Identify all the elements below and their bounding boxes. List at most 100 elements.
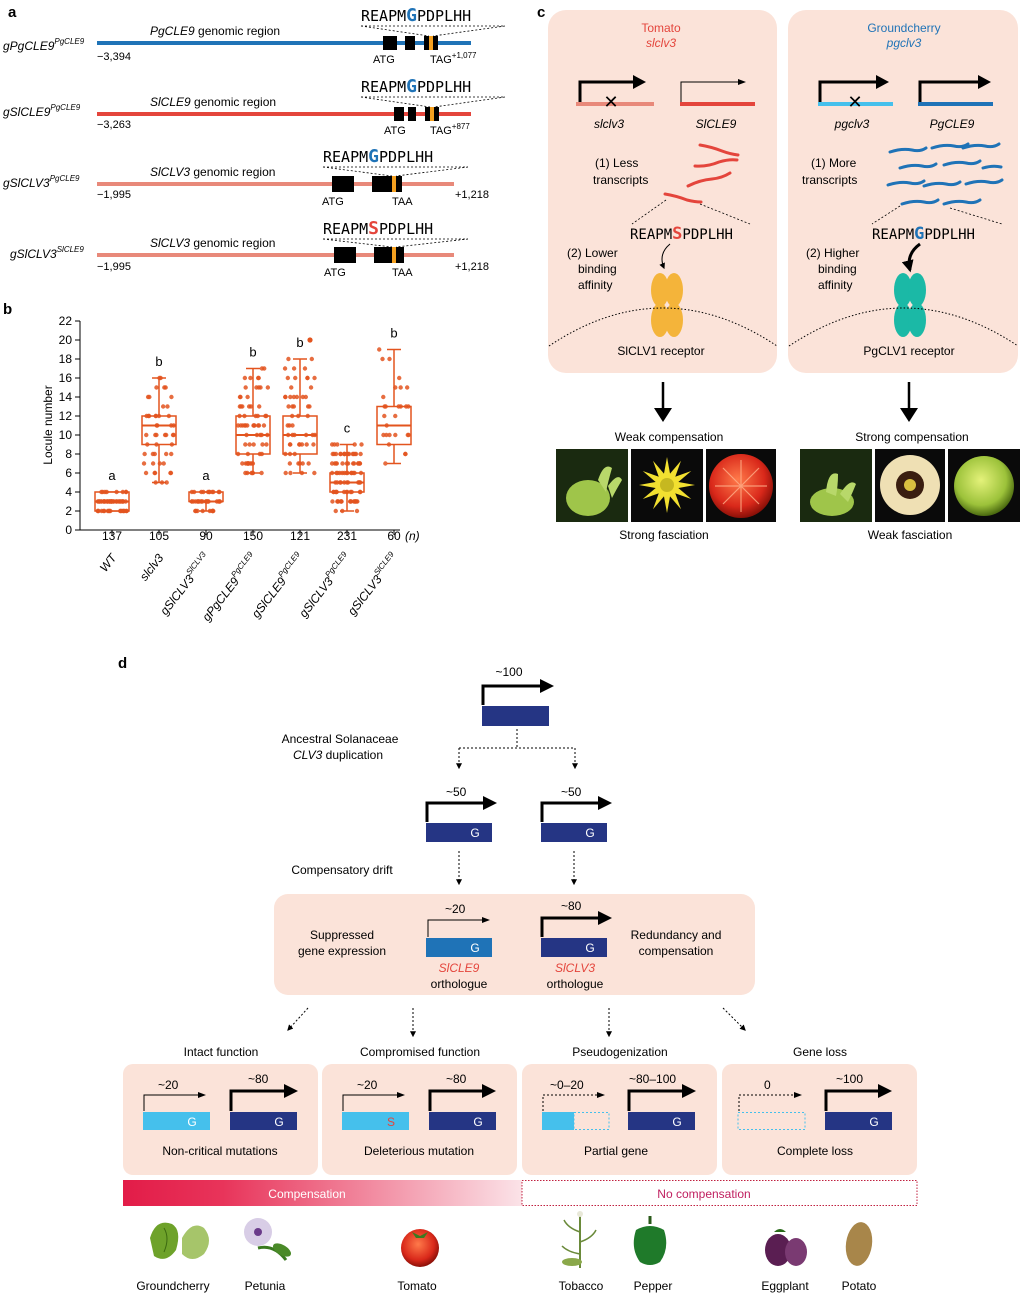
significance-letter: b — [155, 354, 162, 369]
construct-sup: PgCLE9 — [50, 174, 80, 183]
data-point — [120, 489, 126, 495]
data-point — [168, 470, 174, 476]
duplication-gene: CLV3 — [293, 748, 323, 762]
data-point — [285, 432, 291, 438]
step-text: affinity — [578, 278, 612, 292]
gene-residue: S — [387, 1115, 395, 1129]
expression-level: ~100 — [495, 665, 522, 679]
ancestral-gene: ~100 — [481, 665, 554, 726]
pgclv1-receptor-icon — [894, 273, 926, 337]
exon-block — [372, 176, 402, 192]
redundancy-label: compensation — [639, 944, 714, 958]
data-point — [211, 489, 216, 495]
tomato-photos — [556, 449, 776, 522]
data-point — [329, 461, 335, 466]
data-point — [169, 442, 175, 447]
data-point — [377, 347, 382, 352]
data-point — [244, 432, 249, 438]
receptor-label: SlCLV1 receptor — [617, 344, 704, 358]
coordinate-start: −3,263 — [97, 119, 131, 131]
panel-d-label: d — [118, 655, 127, 672]
data-point — [293, 375, 298, 381]
peptide-seq: REAPM — [323, 220, 368, 238]
data-point — [157, 461, 163, 466]
gene-word: orthologue — [431, 977, 488, 991]
expression-level: ~20 — [158, 1078, 179, 1092]
gene-label: PgCLE9 — [930, 117, 975, 131]
y-tick-label: 12 — [59, 409, 73, 423]
construct-name: gSlCLV3 — [10, 247, 57, 261]
gene-label: slclv3 — [594, 117, 624, 131]
region-suffix: genomic region — [195, 24, 280, 38]
panel-c: c Tomato slclv3 ✕ slclv3 SlCLE9 (1) Less… — [537, 4, 1020, 542]
gene-label: SlCLE9 — [696, 117, 737, 131]
species-label: Pepper — [634, 1279, 673, 1293]
construct-row: gPgCLE9PgCLE9 PgCLE9 genomic region −3,3… — [3, 5, 506, 66]
data-point — [335, 442, 340, 447]
species-illustrations — [150, 1211, 873, 1268]
data-point — [299, 470, 305, 476]
data-point — [152, 470, 158, 476]
category-name: gPgCLE9 — [199, 574, 242, 623]
svg-text:gSlCLE9PgCLE9: gSlCLE9PgCLE9 — [3, 103, 81, 119]
stop-sup: +877 — [452, 122, 471, 131]
gene-line — [576, 102, 654, 106]
genomic-line — [97, 253, 454, 257]
category-name: WT — [97, 550, 121, 575]
y-tick-label: 0 — [65, 523, 72, 537]
data-point — [403, 451, 408, 457]
data-point — [287, 451, 293, 457]
construct-name: gPgCLE9 — [3, 39, 55, 53]
outcome-title: Gene loss — [793, 1045, 847, 1059]
y-tick-label: 10 — [59, 428, 73, 442]
groundcherry-panel-bg — [788, 10, 1018, 373]
data-point — [256, 423, 262, 428]
data-point — [393, 432, 398, 438]
data-point — [245, 451, 251, 457]
data-point — [383, 461, 388, 466]
data-point — [156, 413, 162, 419]
data-point — [338, 480, 343, 485]
svg-text:REAPMSPDPLHH: REAPMSPDPLHH — [630, 224, 733, 244]
data-point — [283, 470, 288, 476]
data-point — [200, 499, 205, 504]
gene-name: SlCLE9 — [439, 961, 480, 975]
data-point — [289, 413, 295, 419]
exon-block — [383, 36, 397, 50]
data-point — [331, 489, 336, 495]
y-tick-label: 2 — [65, 504, 72, 518]
data-point — [397, 375, 402, 381]
data-point — [242, 375, 248, 381]
region-name: SlCLE9 — [150, 95, 191, 109]
species-label: Groundcherry — [136, 1279, 209, 1293]
data-point — [380, 356, 385, 362]
gene-box — [628, 1112, 695, 1130]
peptide-seq: REAPM — [872, 227, 914, 243]
data-point — [164, 480, 169, 485]
region-name: SlCLV3 — [150, 165, 190, 179]
gene-box — [541, 823, 607, 842]
data-point — [193, 508, 198, 514]
data-point — [235, 423, 241, 428]
data-point — [99, 508, 104, 514]
data-point — [305, 413, 310, 419]
peptide-residue: G — [368, 146, 379, 167]
data-point — [396, 404, 401, 409]
data-point — [342, 451, 347, 457]
data-point — [157, 375, 162, 381]
data-point — [264, 413, 269, 419]
outcome-compromised: ~20 S ~80 G Deleterious mutation — [322, 1064, 517, 1175]
gene-residue: G — [869, 1115, 878, 1129]
construct-sup: PgCLE9 — [50, 103, 80, 112]
data-point — [248, 404, 254, 409]
data-point — [285, 375, 291, 381]
expression-level: ~80 — [561, 899, 582, 913]
svg-text:TAG+1,077: TAG+1,077 — [430, 51, 477, 66]
data-point — [144, 432, 149, 438]
svg-text:TAG+877: TAG+877 — [430, 122, 470, 137]
svg-text:REAPMSPDPLHH: REAPMSPDPLHH — [323, 218, 433, 239]
gene-box — [825, 1112, 892, 1130]
gene-box — [429, 1112, 496, 1130]
n-count: 150 — [243, 529, 263, 543]
species-label: Tomato — [397, 1279, 437, 1293]
